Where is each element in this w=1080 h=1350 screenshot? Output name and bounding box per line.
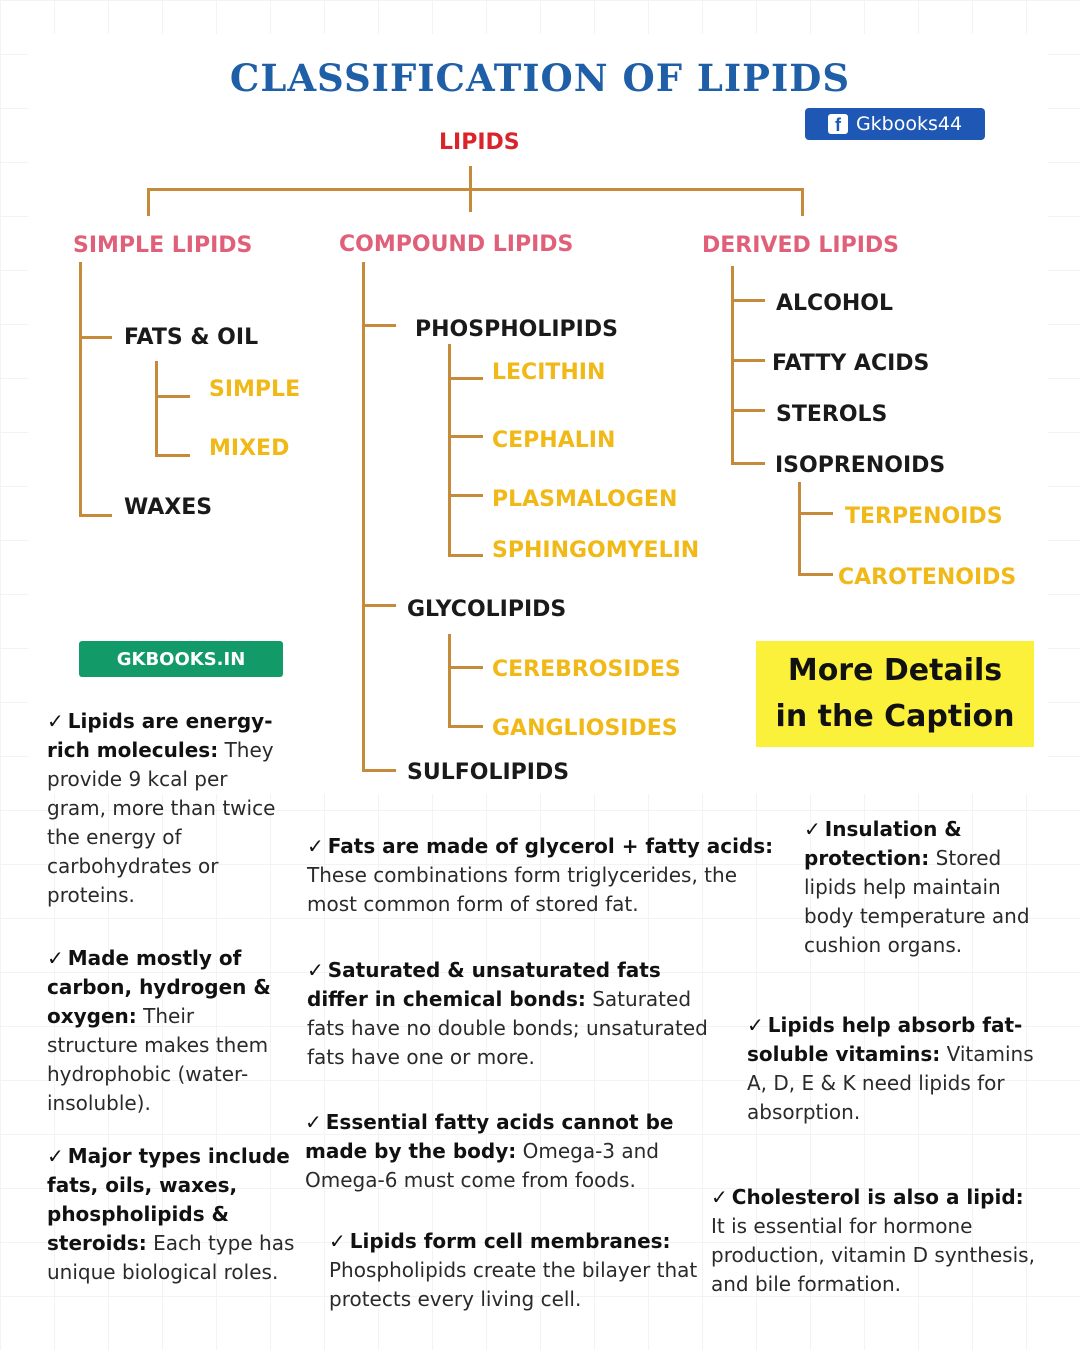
check-icon: ✓ — [307, 834, 324, 858]
fact-heading: Saturated & unsaturated fats differ in c… — [307, 958, 661, 1011]
node-gangliosides: GANGLIOSIDES — [492, 716, 678, 741]
connector — [798, 512, 833, 515]
node-waxes: WAXES — [124, 495, 213, 520]
facebook-icon: f — [827, 114, 848, 135]
connector — [731, 299, 765, 302]
caption-callout-text: More Details in the Caption — [775, 653, 1015, 734]
site-button[interactable]: GKBOOKS.IN — [79, 641, 283, 677]
connector — [79, 514, 112, 517]
connector — [155, 395, 190, 398]
node-sphingomyelin: SPHINGOMYELIN — [492, 538, 700, 563]
fact-item: ✓Lipids form cell membranes: Phospholipi… — [329, 1227, 699, 1314]
connector — [79, 262, 82, 517]
check-icon: ✓ — [747, 1013, 764, 1037]
fact-heading: Cholesterol is also a lipid: — [731, 1185, 1024, 1209]
node-mixed: MIXED — [209, 436, 290, 461]
connector — [362, 262, 365, 772]
node-lecithin: LECITHIN — [492, 360, 606, 385]
fact-body: Saturated fats have no double bonds; uns… — [307, 987, 708, 1069]
check-icon: ✓ — [47, 709, 64, 733]
connector — [731, 409, 765, 412]
connector — [147, 188, 150, 216]
fact-item: ✓Made mostly of carbon, hydrogen & oxyge… — [47, 944, 287, 1118]
connector — [448, 554, 483, 557]
fact-body: Omega-3 and Omega-6 must come from foods… — [305, 1139, 659, 1192]
node-alcohol: ALCOHOL — [776, 291, 894, 316]
check-icon: ✓ — [804, 817, 821, 841]
node-cephalin: CEPHALIN — [492, 428, 616, 453]
fact-body: These combinations form triglycerides, t… — [307, 863, 737, 916]
fact-item: ✓Essential fatty acids cannot be made by… — [305, 1108, 705, 1195]
fact-body: It is essential for hormone production, … — [711, 1214, 1035, 1296]
node-carotenoids: CAROTENOIDS — [838, 565, 1017, 590]
category-simple-lipids: SIMPLE LIPIDS — [73, 233, 253, 258]
page-title: CLASSIFICATION OF LIPIDS — [229, 56, 851, 100]
category-derived-lipids: DERIVED LIPIDS — [702, 233, 900, 258]
check-icon: ✓ — [711, 1185, 728, 1209]
connector — [448, 377, 483, 380]
fact-body: They provide 9 kcal per gram, more than … — [47, 738, 276, 907]
connector — [448, 344, 451, 557]
facebook-badge[interactable]: f Gkbooks44 — [805, 108, 985, 140]
node-plasmalogen: PLASMALOGEN — [492, 487, 678, 512]
connector — [731, 462, 765, 465]
caption-callout: More Details in the Caption — [756, 641, 1034, 747]
connector — [448, 634, 451, 728]
connector — [155, 454, 190, 457]
connector — [362, 324, 396, 327]
connector — [798, 482, 801, 576]
connector — [155, 361, 158, 457]
fact-item: ✓Lipids help absorb fat-soluble vitamins… — [747, 1011, 1042, 1127]
fact-item: ✓Major types include fats, oils, waxes, … — [47, 1142, 295, 1287]
node-sterols: STEROLS — [776, 402, 888, 427]
check-icon: ✓ — [47, 946, 64, 970]
connector — [147, 188, 804, 191]
node-isoprenoids: ISOPRENOIDS — [775, 453, 946, 478]
connector — [448, 666, 483, 669]
node-terpenoids: TERPENOIDS — [845, 504, 1003, 529]
diagram-root: LIPIDS — [439, 130, 520, 155]
fact-heading: Fats are made of glycerol + fatty acids: — [327, 834, 774, 858]
fact-heading: Lipids help absorb fat-soluble vitamins: — [747, 1013, 1023, 1066]
fact-body: Each type has unique biological roles. — [47, 1231, 295, 1284]
connector — [731, 359, 765, 362]
fact-body: Their structure makes them hydrophobic (… — [47, 1004, 269, 1115]
connector — [448, 494, 483, 497]
node-fats-oil: FATS & OIL — [124, 325, 259, 350]
category-compound-lipids: COMPOUND LIPIDS — [339, 232, 574, 257]
connector — [448, 725, 483, 728]
check-icon: ✓ — [329, 1229, 346, 1253]
node-phospholipids: PHOSPHOLIPIDS — [415, 317, 618, 342]
node-sulfolipids: SULFOLIPIDS — [407, 760, 570, 785]
connector — [448, 435, 483, 438]
fact-body: Stored lipids help maintain body tempera… — [804, 846, 1030, 957]
fact-heading: Major types include fats, oils, waxes, p… — [47, 1144, 290, 1255]
fact-heading: Essential fatty acids cannot be made by … — [305, 1110, 674, 1163]
node-simple: SIMPLE — [209, 377, 301, 402]
node-cerebrosides: CEREBROSIDES — [492, 657, 681, 682]
node-fatty-acids: FATTY ACIDS — [772, 351, 930, 376]
fact-body: Vitamins A, D, E & K need lipids for abs… — [747, 1042, 1034, 1124]
check-icon: ✓ — [305, 1110, 322, 1134]
connector — [362, 604, 396, 607]
connector — [801, 188, 804, 216]
connector — [798, 573, 833, 576]
connector — [79, 336, 112, 339]
fact-item: ✓Saturated & unsaturated fats differ in … — [307, 956, 717, 1072]
node-glycolipids: GLYCOLIPIDS — [407, 597, 567, 622]
fact-item: ✓Lipids are energy-rich molecules: They … — [47, 707, 287, 910]
facebook-handle: Gkbooks44 — [855, 113, 963, 135]
fact-body: Phospholipids create the bilayer that pr… — [329, 1258, 698, 1311]
fact-heading: Lipids form cell membranes: — [349, 1229, 671, 1253]
connector — [362, 769, 396, 772]
fact-item: ✓Cholesterol is also a lipid: It is esse… — [711, 1183, 1041, 1299]
check-icon: ✓ — [307, 958, 324, 982]
fact-item: ✓Fats are made of glycerol + fatty acids… — [307, 832, 777, 919]
fact-heading: Lipids are energy-rich molecules: — [47, 709, 273, 762]
fact-heading: Made mostly of carbon, hydrogen & oxygen… — [47, 946, 271, 1028]
fact-item: ✓Insulation & protection: Stored lipids … — [804, 815, 1044, 960]
connector — [731, 266, 734, 465]
fact-heading: Insulation & protection: — [804, 817, 962, 870]
check-icon: ✓ — [47, 1144, 64, 1168]
